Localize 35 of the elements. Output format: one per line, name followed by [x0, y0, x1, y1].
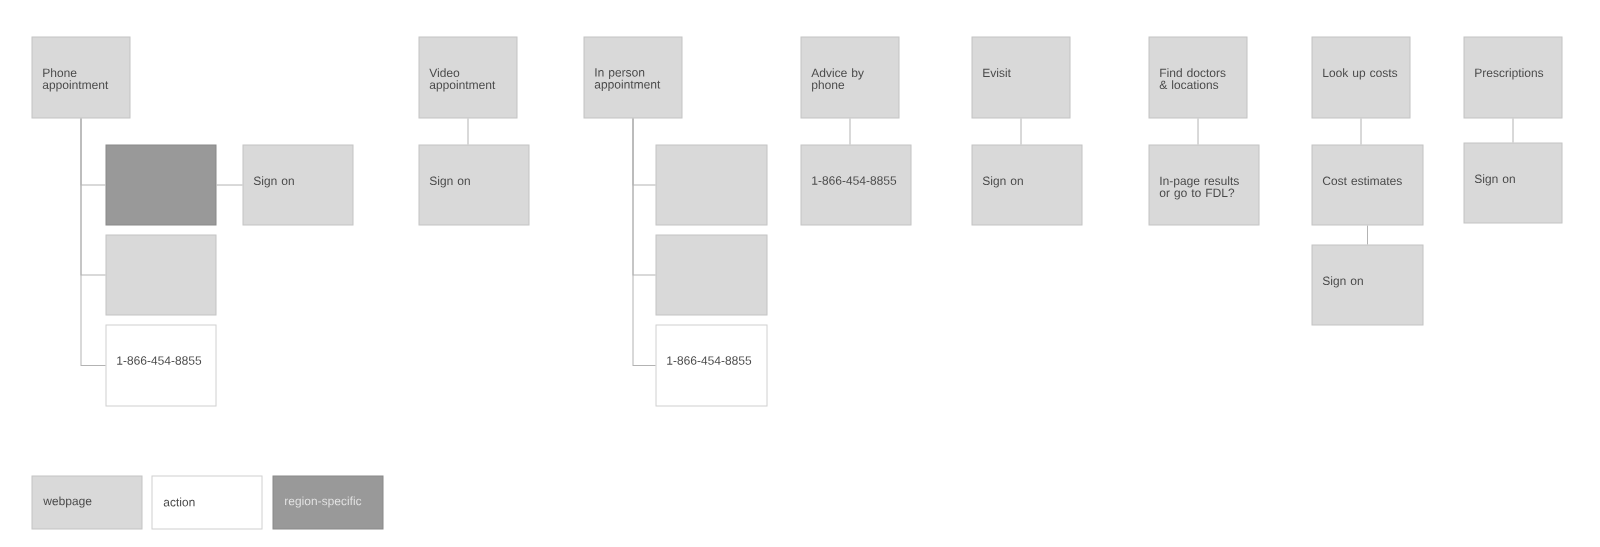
page-box: Phone appointment	[31, 36, 131, 119]
page-box: Sign on	[1311, 244, 1424, 326]
connector-line	[1367, 225, 1368, 245]
connector-line	[1197, 118, 1199, 145]
page-box: In person appointment	[583, 36, 683, 119]
page-box: Video appointment	[418, 36, 518, 119]
legend-key: region-specific	[272, 475, 384, 530]
page-box: Evisit	[971, 36, 1071, 119]
legend-key: action	[151, 475, 263, 530]
page-box: Advice by phone	[800, 36, 900, 119]
page-box	[655, 234, 768, 316]
connector-line	[1020, 118, 1022, 145]
page-box: 1-866-454-8855	[105, 324, 217, 407]
page-box	[105, 234, 217, 316]
connector-line	[849, 118, 851, 145]
page-box: Sign on	[418, 144, 530, 226]
page-box	[655, 144, 768, 226]
page-box: Sign on	[242, 144, 354, 226]
page-box: Look up costs	[1311, 36, 1411, 119]
page-box: Find doctors & locations	[1148, 36, 1248, 119]
connector-line	[632, 118, 656, 366]
legend-key: webpage	[31, 475, 143, 530]
connector-line	[1360, 118, 1362, 145]
connector-line	[216, 184, 243, 186]
page-box: 1-866-454-8855	[800, 144, 912, 226]
connector-line	[1512, 118, 1514, 143]
connector-line	[80, 118, 106, 366]
page-box: In-page results or go to FDL?	[1148, 144, 1260, 226]
page-box: Prescriptions	[1463, 36, 1563, 119]
page-box: Cost estimates	[1311, 144, 1424, 226]
page-box: Sign on	[1463, 142, 1563, 224]
page-box	[105, 144, 217, 226]
connector-line	[467, 118, 469, 145]
page-box: 1-866-454-8855	[655, 324, 768, 407]
page-box: Sign on	[971, 144, 1083, 226]
